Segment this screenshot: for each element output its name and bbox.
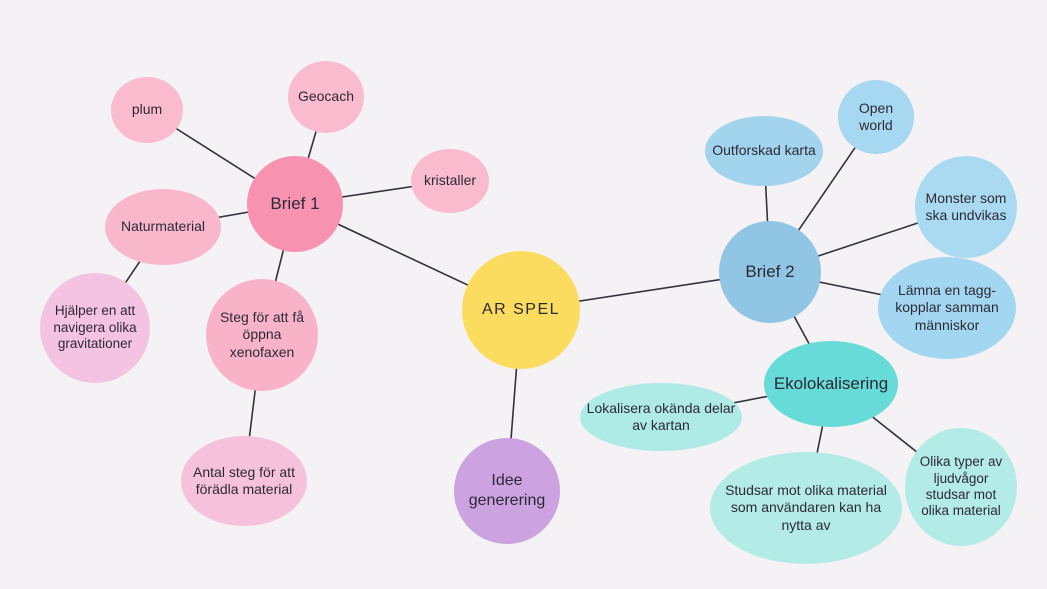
node-plum[interactable]: plum (111, 77, 183, 143)
node-hjalper-navigera[interactable]: Hjälper en att navigera olika gravitatio… (40, 273, 150, 383)
node-antal-steg[interactable]: Antal steg för att förädla material (181, 436, 307, 526)
node-outforskad-karta[interactable]: Outforskad karta (705, 116, 823, 186)
node-idee-generering[interactable]: Idee generering (454, 438, 560, 544)
node-naturmaterial[interactable]: Naturmaterial (105, 189, 221, 265)
node-lamna-tagg[interactable]: Lämna en tagg-kopplar samman människor (878, 257, 1016, 359)
node-monster-undvikas[interactable]: Monster som ska undvikas (915, 156, 1017, 258)
node-studsar-material[interactable]: Studsar mot olika material som användare… (710, 452, 902, 564)
node-lokalisera-okanda[interactable]: Lokalisera okända delar av kartan (580, 383, 742, 451)
node-steg-xenofaxen[interactable]: Steg för att få öppna xenofaxen (206, 279, 318, 391)
node-olika-ljudvagor[interactable]: Olika typer av ljudvågor studsar mot oli… (905, 428, 1017, 546)
node-brief-1[interactable]: Brief 1 (247, 156, 343, 252)
node-ekolokalisering[interactable]: Ekolokalisering (764, 341, 898, 427)
node-kristaller[interactable]: kristaller (411, 149, 489, 213)
node-ar-spel[interactable]: AR SPEL (462, 251, 580, 369)
node-geocach[interactable]: Geocach (288, 61, 364, 133)
node-brief-2[interactable]: Brief 2 (719, 221, 821, 323)
node-open-world[interactable]: Open world (838, 80, 914, 154)
